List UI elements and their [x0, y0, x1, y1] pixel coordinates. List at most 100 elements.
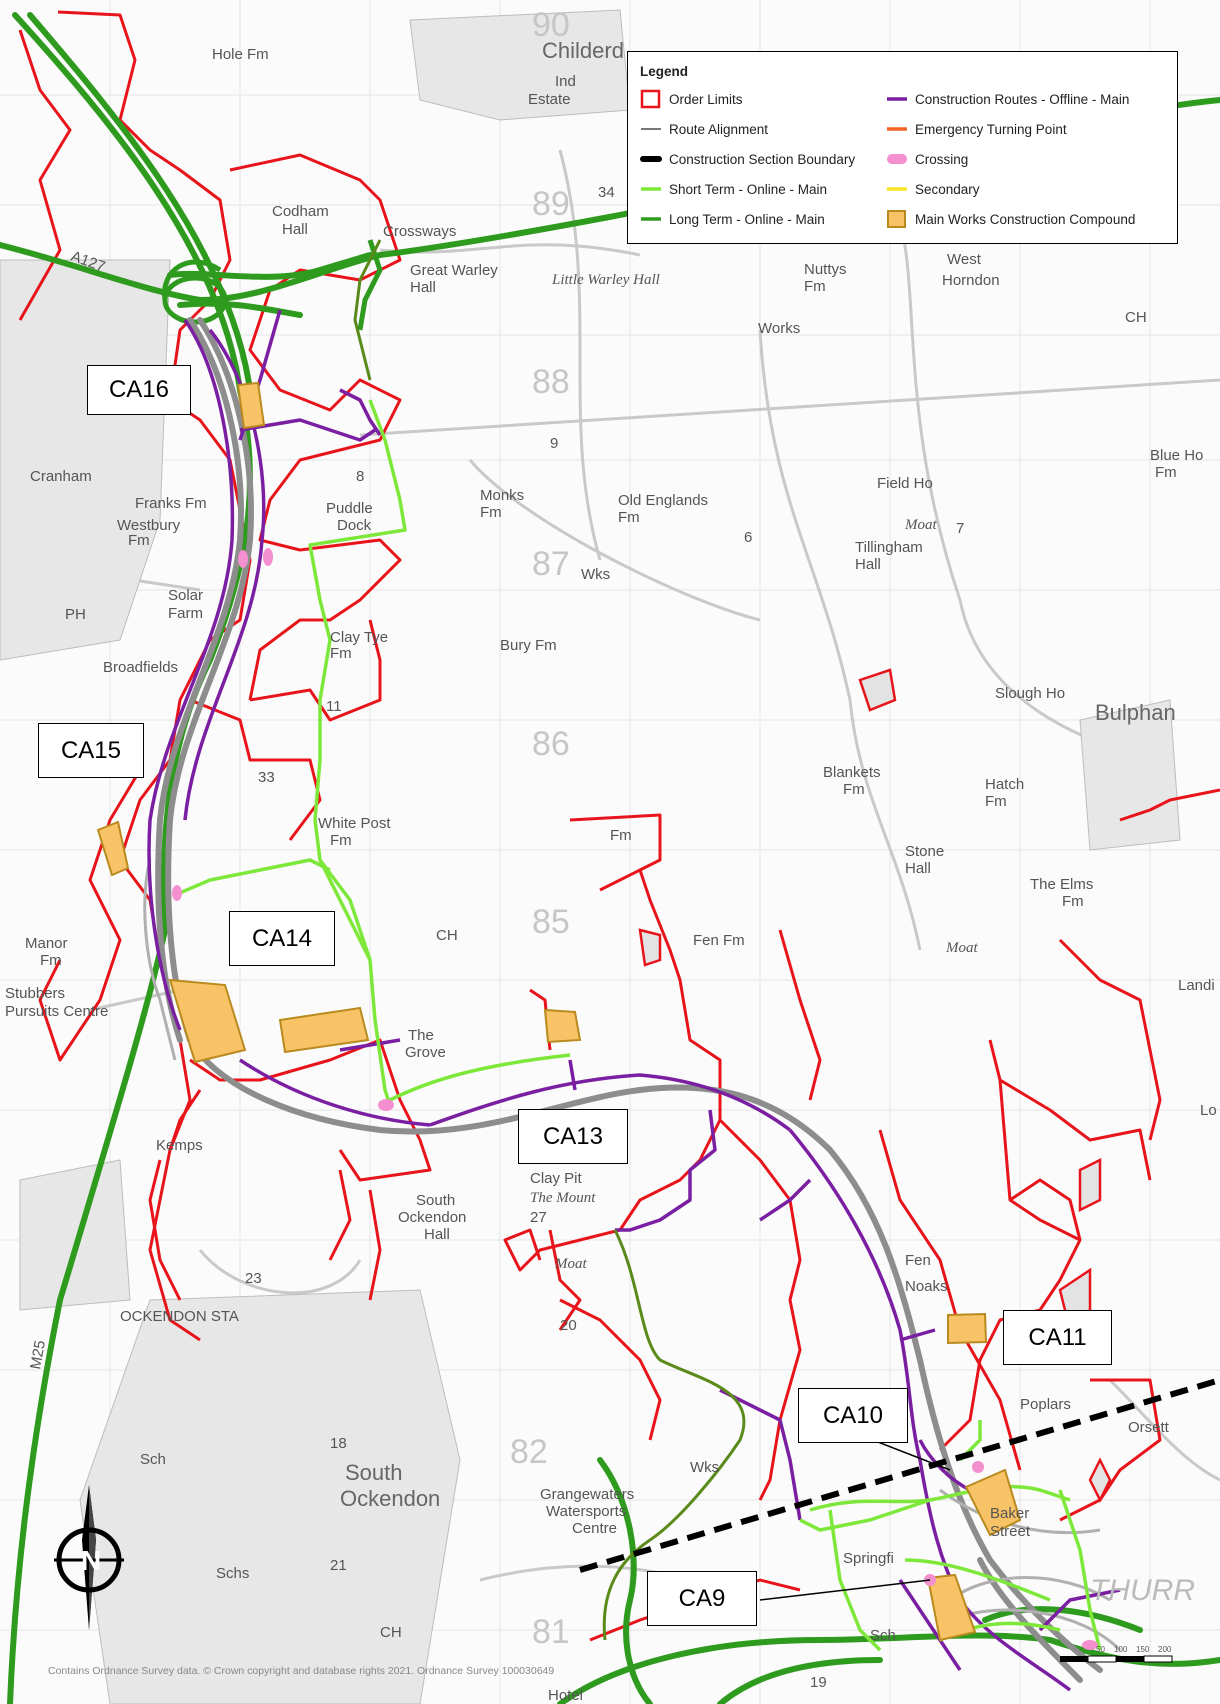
place-great-warley: Great Warley	[410, 262, 498, 279]
route-alignment	[155, 317, 1103, 1683]
place-south-ockendon-hall-3: Hall	[424, 1226, 450, 1243]
place-west-horndon-2: Horndon	[942, 272, 1000, 289]
place-works: Works	[758, 320, 800, 337]
legend-item-short-term: Short Term - Online - Main	[640, 179, 827, 199]
place-clay-tye: Clay Tye	[330, 629, 388, 646]
place-m25: M25	[27, 1339, 49, 1371]
scale-label-200: 200	[1158, 1645, 1172, 1654]
yellow-line-icon	[886, 179, 908, 199]
place-codham-2: Hall	[282, 221, 308, 238]
place-bulphan: Bulphan	[1095, 700, 1176, 725]
place-cranham: Cranham	[30, 468, 92, 485]
light-green-line-icon	[640, 179, 662, 199]
place-moat-1: Moat	[904, 517, 937, 533]
callout-ca14[interactable]: CA14	[229, 911, 335, 966]
red-outline-box-icon	[640, 89, 662, 109]
place-poplars: Poplars	[1020, 1396, 1071, 1413]
grid-label-19: 19	[810, 1674, 827, 1691]
place-the-elms: The Elms	[1030, 876, 1093, 893]
legend-item-route-alignment: Route Alignment	[640, 119, 768, 139]
pink-pill-icon	[886, 149, 908, 169]
place-broadfields: Broadfields	[103, 659, 178, 676]
place-ph: PH	[65, 606, 86, 623]
place-puddle-dock: Puddle	[326, 500, 373, 517]
place-the-elms-2: Fm	[1062, 893, 1084, 910]
legend-item-compound: Main Works Construction Compound	[886, 209, 1135, 229]
place-grangewaters-2: Watersports	[546, 1503, 626, 1520]
dark-green-line-icon	[640, 209, 662, 229]
compound-ca14-west	[168, 978, 247, 1064]
compound-ca16	[236, 381, 266, 430]
place-crossways: Crossways	[383, 223, 456, 240]
scale-bar-graphic: 50 100 150 200	[1060, 1645, 1173, 1663]
crossings	[172, 548, 1098, 1650]
place-bury-fm: Bury Fm	[500, 637, 557, 654]
legend-label: Long Term - Online - Main	[669, 211, 825, 227]
legend-item-secondary: Secondary	[886, 179, 980, 199]
north-label: N	[81, 1545, 101, 1576]
place-hotel: Hotel	[548, 1687, 583, 1704]
place-great-warley-2: Hall	[410, 279, 436, 296]
place-the-grove-2: Grove	[405, 1044, 446, 1061]
compounds	[96, 381, 1022, 1642]
callout-ca15[interactable]: CA15	[38, 723, 144, 778]
place-blue-ho: Blue Ho	[1150, 447, 1203, 464]
place-solar-2: Farm	[168, 605, 203, 622]
grid-label-27: 27	[530, 1209, 547, 1226]
compound-ca14-east	[278, 1006, 370, 1054]
grid-label-88: 88	[532, 363, 570, 401]
place-codham: Codham	[272, 203, 329, 220]
place-field-ho: Field Ho	[877, 475, 933, 492]
place-stubbers-2: Pursuits Centre	[5, 1003, 108, 1020]
place-the-grove: The	[408, 1027, 434, 1044]
place-tillingham: Tillingham	[855, 539, 923, 556]
purple-line-icon	[886, 89, 908, 109]
legend-label: Construction Section Boundary	[669, 151, 856, 167]
place-moat-3: Moat	[554, 1256, 587, 1272]
grid-label-6: 6	[744, 529, 752, 546]
place-baker: Baker	[990, 1505, 1029, 1522]
place-solar: Solar	[168, 587, 203, 604]
place-childerditch: Childerd	[542, 38, 624, 63]
long-term-route-edge	[353, 239, 746, 1641]
callout-ca10[interactable]: CA10	[798, 1388, 908, 1443]
legend-item-emergency-turning: Emergency Turning Point	[886, 119, 1067, 139]
grid-label-11: 11	[326, 698, 342, 715]
urban-areas	[0, 9, 1181, 1704]
place-nuttys: Nuttys	[804, 261, 847, 278]
callout-ca13[interactable]: CA13	[518, 1109, 628, 1164]
place-franks-fm: Franks Fm	[135, 495, 207, 512]
place-ch-3: CH	[380, 1624, 402, 1641]
place-tillingham-2: Hall	[855, 556, 881, 573]
grid-label-9: 9	[550, 435, 558, 452]
grid-label-82: 82	[510, 1433, 548, 1471]
legend-label: Emergency Turning Point	[915, 121, 1067, 137]
compound-ca15	[96, 820, 130, 877]
place-manor: Manor	[25, 935, 68, 952]
legend-item-crossing: Crossing	[886, 149, 968, 169]
north-arrow-icon: N	[54, 1485, 124, 1630]
place-old-englands-2: Fm	[618, 509, 640, 526]
grid-label-18: 18	[330, 1435, 347, 1452]
place-white-post-2: Fm	[330, 832, 352, 849]
grid-label-34: 34	[598, 184, 615, 201]
grid-label-89: 89	[532, 185, 570, 223]
callout-ca9[interactable]: CA9	[647, 1571, 757, 1626]
place-ind-estate-2: Estate	[528, 91, 571, 108]
place-grangewaters: Grangewaters	[540, 1486, 634, 1503]
place-fen-2: Fen	[905, 1252, 931, 1269]
place-south-ockendon-hall: South	[416, 1192, 455, 1209]
legend-label: Route Alignment	[669, 121, 769, 137]
place-lo: Lo	[1200, 1102, 1217, 1119]
callout-ca11[interactable]: CA11	[1003, 1310, 1112, 1365]
callout-ca16[interactable]: CA16	[87, 365, 191, 415]
grid-label-81: 81	[532, 1613, 570, 1651]
grid-label-23: 23	[245, 1270, 262, 1287]
legend-item-long-term: Long Term - Online - Main	[640, 209, 825, 229]
scale-label-150: 150	[1136, 1645, 1150, 1654]
grid-label-86: 86	[532, 725, 570, 763]
scale-bar: 50 100 150 200	[1058, 1640, 1178, 1670]
legend-label: Main Works Construction Compound	[915, 211, 1136, 227]
place-ch-2: CH	[436, 927, 458, 944]
